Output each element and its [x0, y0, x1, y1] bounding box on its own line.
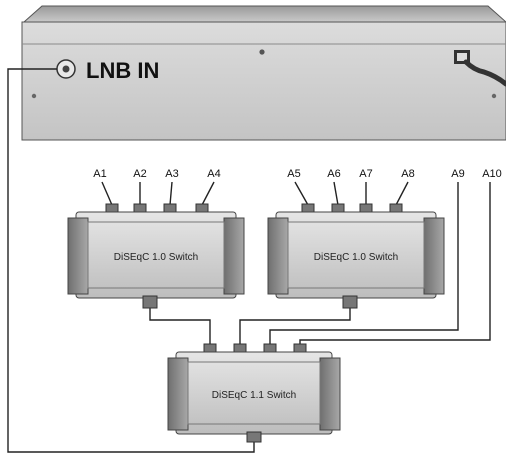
cables — [7, 68, 491, 453]
cable-left-switch — [149, 306, 211, 346]
diseqc-switch-right: DiSEqC 1.0 Switch — [267, 203, 445, 309]
switch-right-label: DiSEqC 1.0 Switch — [314, 252, 398, 263]
port-label-a5: A5 — [287, 168, 300, 180]
port-label-a1: A1 — [93, 168, 106, 180]
port-label-a6: A6 — [327, 168, 340, 180]
port-connectors — [105, 203, 209, 219]
screw-icon — [491, 93, 497, 99]
cable-lnb-in — [7, 68, 255, 453]
cable-a9 — [269, 182, 459, 346]
receiver-box: LNB IN — [21, 5, 506, 141]
port-label-a9: A9 — [451, 168, 464, 180]
port-label-a7: A7 — [359, 168, 372, 180]
port-label-a8: A8 — [401, 168, 414, 180]
receiver-front-panel — [21, 21, 506, 141]
cable-a10 — [299, 182, 491, 346]
switch-left-label: DiSEqC 1.0 Switch — [114, 252, 198, 263]
port-label-a10: A10 — [482, 168, 502, 180]
switch-bottom-label: DiSEqC 1.1 Switch — [212, 390, 296, 401]
cable-right-switch — [239, 306, 351, 346]
diseqc-switch-left: DiSEqC 1.0 Switch — [67, 203, 245, 309]
diseqc-switch-bottom: DiSEqC 1.1 Switch — [167, 343, 341, 443]
receiver-top-panel — [22, 5, 506, 23]
port-label-a2: A2 — [133, 168, 146, 180]
port-labels: A1 A2 A3 A4 A5 A6 A7 A8 A9 A10 — [93, 168, 502, 180]
lnb-in-label: LNB IN — [86, 58, 159, 83]
screw-icon — [259, 49, 265, 55]
port-label-a4: A4 — [207, 168, 220, 180]
power-cable-icon — [454, 50, 506, 87]
port-label-a3: A3 — [165, 168, 178, 180]
screw-icon — [31, 93, 37, 99]
